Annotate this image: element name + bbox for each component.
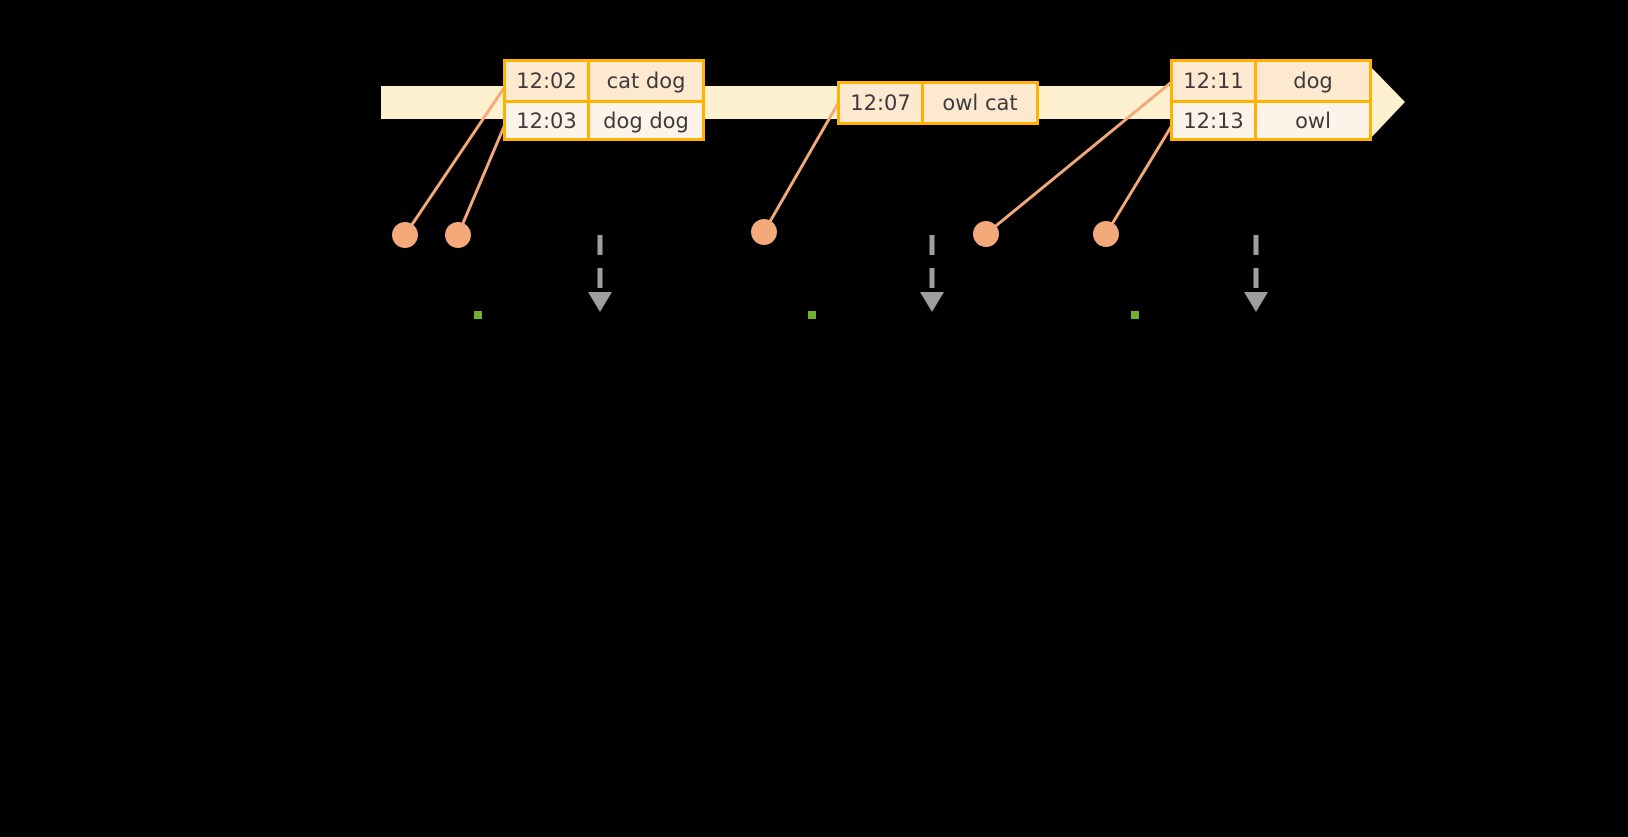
connector-dot-3 bbox=[751, 219, 777, 245]
event-words: owl cat bbox=[924, 84, 1036, 122]
event-time: 12:03 bbox=[506, 100, 590, 138]
dashed-arrow-1 bbox=[588, 235, 612, 312]
event-time: 12:07 bbox=[840, 84, 924, 122]
connector-line-2 bbox=[456, 120, 508, 237]
event-time: 12:13 bbox=[1173, 100, 1257, 138]
event-words: dog dog bbox=[590, 100, 702, 138]
event-time: 12:02 bbox=[506, 62, 590, 100]
connector-line-5 bbox=[1104, 120, 1176, 236]
event-time: 12:11 bbox=[1173, 62, 1257, 100]
connector-dot-5 bbox=[1093, 221, 1119, 247]
event-words: owl bbox=[1257, 100, 1369, 138]
connector-dot-1 bbox=[392, 222, 418, 248]
event-group-3[interactable]: 12:11 dog 12:13 owl bbox=[1170, 59, 1372, 141]
event-row[interactable]: 12:02 cat dog bbox=[506, 62, 702, 100]
dashed-arrows bbox=[588, 235, 1268, 312]
result-table-2[interactable] bbox=[808, 311, 816, 319]
event-row[interactable]: 12:07 owl cat bbox=[840, 84, 1036, 122]
event-words: dog bbox=[1257, 62, 1369, 100]
result-table-3[interactable] bbox=[1131, 311, 1139, 319]
event-group-1[interactable]: 12:02 cat dog 12:03 dog dog bbox=[503, 59, 705, 141]
connector-dot-4 bbox=[973, 221, 999, 247]
connector-line-3 bbox=[762, 98, 842, 234]
event-words: cat dog bbox=[590, 62, 702, 100]
connector-line-1 bbox=[403, 83, 508, 237]
result-table-1[interactable] bbox=[474, 311, 482, 319]
event-row[interactable]: 12:11 dog bbox=[1173, 62, 1369, 100]
event-row[interactable]: 12:13 owl bbox=[1173, 100, 1369, 138]
dashed-arrow-3 bbox=[1244, 235, 1268, 312]
event-group-2[interactable]: 12:07 owl cat bbox=[837, 81, 1039, 125]
dashed-arrow-2 bbox=[920, 235, 944, 312]
connector-dots bbox=[392, 219, 1119, 248]
connector-dot-2 bbox=[445, 222, 471, 248]
event-row[interactable]: 12:03 dog dog bbox=[506, 100, 702, 138]
